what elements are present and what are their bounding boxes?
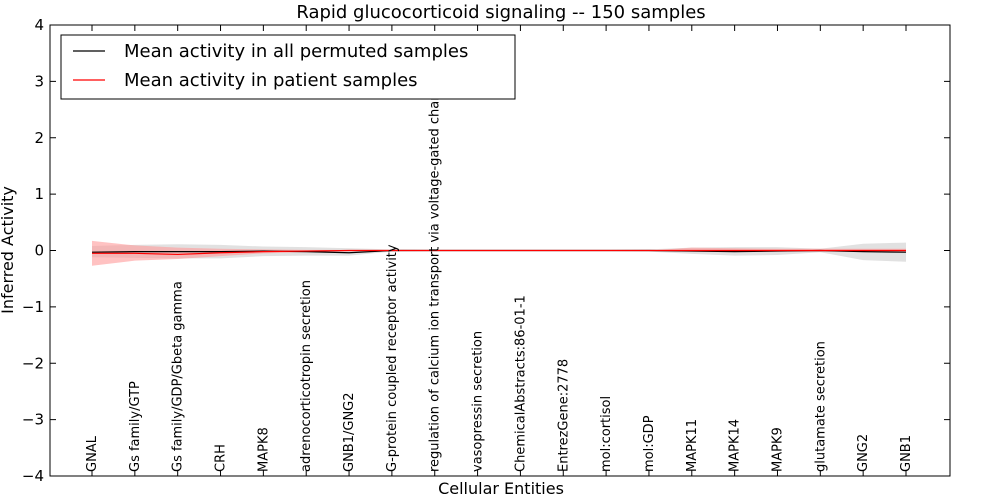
y-tick-label: −3 — [22, 411, 44, 429]
legend: Mean activity in all permuted samples Me… — [60, 34, 516, 100]
y-ticks: −4 −3 −2 −1 0 1 2 3 4 — [22, 16, 950, 485]
legend-box — [60, 34, 516, 100]
entity-label: MAPK14 — [728, 419, 743, 472]
entity-label: EntrezGene:2778 — [556, 359, 571, 472]
legend-label-patient: Mean activity in patient samples — [124, 70, 418, 91]
series-lines — [91, 249, 907, 256]
y-tick-label: 2 — [34, 129, 44, 147]
band-patient — [92, 240, 906, 266]
confidence-bands — [92, 240, 906, 266]
entity-label: adrenocorticotropin secretion — [299, 280, 314, 472]
plot-frame — [49, 24, 951, 477]
entity-label: GNB1 — [899, 435, 914, 472]
x-axis-label: Cellular Entities — [438, 479, 564, 498]
entity-label: GNB1/GNG2 — [342, 392, 357, 472]
y-tick-label: 0 — [34, 242, 44, 260]
y-axis-label: Inferred Activity — [0, 186, 17, 314]
entity-label: Gs family/GTP — [128, 381, 143, 472]
legend-label-permuted: Mean activity in all permuted samples — [124, 41, 468, 62]
entity-label: regulation of calcium ion transport via … — [428, 73, 443, 472]
entity-label: vasopressin secretion — [471, 331, 486, 472]
entity-label: G-protein coupled receptor activity — [385, 244, 400, 472]
y-tick-label: −2 — [22, 354, 44, 372]
entity-label: glutamate secretion — [813, 341, 828, 472]
entity-label: MAPK11 — [685, 419, 700, 472]
entity-labels: GNAL Gs family/GTP Gs family/GDP/Gbeta gam… — [85, 73, 914, 472]
y-tick-label: 4 — [34, 16, 44, 34]
entity-label: CRH — [214, 444, 229, 472]
y-tick-label: 1 — [34, 185, 44, 203]
entity-label: MAPK8 — [256, 427, 271, 472]
y-tick-label: −4 — [22, 467, 44, 485]
entity-label: MAPK9 — [770, 427, 785, 472]
y-tick-label: −1 — [22, 298, 44, 316]
entity-label: mol:cortisol — [599, 396, 614, 472]
entity-label: ChemicalAbstracts:86-01-1 — [513, 295, 528, 472]
line-patient — [92, 249, 906, 256]
entity-label: GNG2 — [856, 434, 871, 472]
chart-title: Rapid glucocorticoid signaling -- 150 sa… — [296, 2, 705, 23]
band-permuted — [92, 242, 906, 262]
y-tick-label: 3 — [34, 72, 44, 90]
entity-label: GNAL — [85, 435, 100, 472]
entity-label: mol:GDP — [642, 415, 657, 472]
entity-label: Gs family/GDP/Gbeta gamma — [171, 281, 186, 472]
